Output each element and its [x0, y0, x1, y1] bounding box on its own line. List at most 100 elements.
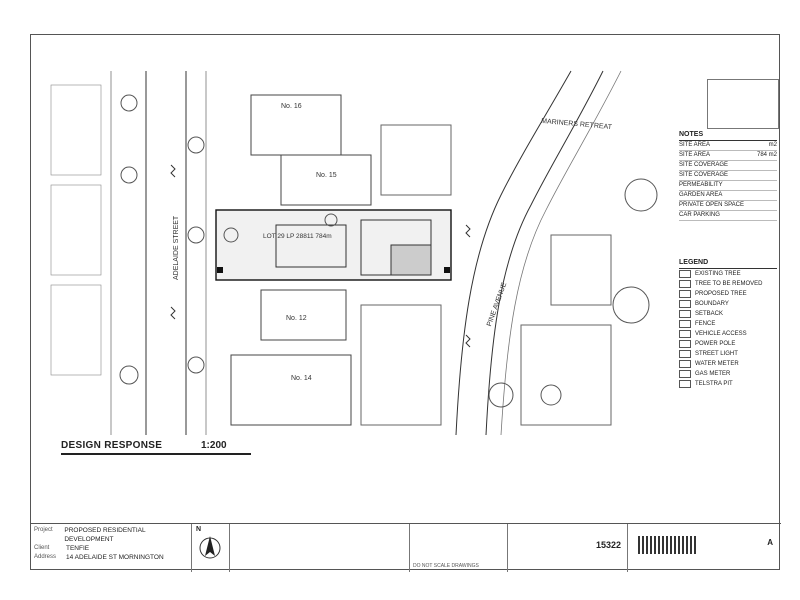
- lot-outline: [50, 184, 102, 276]
- notes-key: PERMEABILITY: [679, 182, 723, 188]
- hatched-area: [390, 244, 432, 276]
- notes-row: PRIVATE OPEN SPACE: [679, 201, 777, 211]
- north-label: N: [196, 526, 202, 533]
- legend-row: TREE TO BE REMOVED: [679, 279, 777, 289]
- legend-panel: LEGEND EXISTING TREE TREE TO BE REMOVED …: [679, 257, 777, 389]
- tree-symbol: [119, 365, 139, 385]
- lot-outline: [50, 284, 102, 376]
- legend-row: WATER METER: [679, 359, 777, 369]
- legend-symbol: [679, 360, 691, 368]
- street-edge-line: [485, 70, 604, 436]
- notes-value: 784 m2: [756, 152, 777, 158]
- lot-label-no12: No. 12: [286, 315, 307, 322]
- legend-row: EXISTING TREE: [679, 269, 777, 279]
- notes-key: GARDEN AREA: [679, 192, 723, 198]
- legend-label: BOUNDARY: [695, 300, 729, 307]
- building-outline: [275, 224, 347, 268]
- site-plan-drawing: [50, 70, 658, 436]
- logo-block: A: [627, 524, 781, 572]
- notes-row: GARDEN AREA: [679, 191, 777, 201]
- lot-outline: [50, 84, 102, 176]
- legend-symbol: [679, 370, 691, 378]
- legend-label: WATER METER: [695, 360, 739, 367]
- drawing-info-block: 15322: [507, 524, 627, 572]
- drawing-scale: 1:200: [201, 440, 227, 451]
- legend-label: SETBACK: [695, 310, 724, 317]
- stamp-box: [707, 79, 779, 129]
- legend-label: TREE TO BE REMOVED: [695, 280, 763, 287]
- legend-symbol: [679, 290, 691, 298]
- legend-symbol: [679, 310, 691, 318]
- legend-label: EXISTING TREE: [695, 270, 741, 277]
- legend-row: GAS METER: [679, 369, 777, 379]
- street-label-adelaide: ADELAIDE STREET: [173, 215, 180, 280]
- house-outline: [280, 154, 372, 206]
- lot-label-no15: No. 15: [316, 172, 337, 179]
- legend-symbol: [679, 320, 691, 328]
- legend-symbol: [679, 330, 691, 338]
- address-key: Address: [34, 554, 57, 560]
- caption-underline: [61, 453, 251, 455]
- legend-label: STREET LIGHT: [695, 350, 738, 357]
- legend-symbol: [679, 380, 691, 388]
- notes-row: PERMEABILITY: [679, 181, 777, 191]
- client-key: Client: [34, 545, 50, 551]
- break-mark: [465, 224, 471, 238]
- tree-symbol: [488, 382, 514, 408]
- legend-row: SETBACK: [679, 309, 777, 319]
- tree-symbol: [187, 226, 205, 244]
- drawing-sheet: ADELAIDE STREET PINE AVENUE MARINERS RET…: [30, 34, 781, 572]
- legend-row: POWER POLE: [679, 339, 777, 349]
- legend-symbol: [679, 300, 691, 308]
- marker: [217, 267, 223, 273]
- tree-symbol: [624, 178, 658, 212]
- legend-row: FENCE: [679, 319, 777, 329]
- marker: [444, 267, 450, 273]
- legend-row: TELSTRA PIT: [679, 379, 777, 389]
- legend-label: GAS METER: [695, 370, 731, 377]
- notes-key: SITE COVERAGE: [679, 172, 729, 178]
- tree-symbol: [120, 166, 138, 184]
- project-name: PROPOSED RESIDENTIAL DEVELOPMENT: [64, 527, 146, 543]
- legend-label: PROPOSED TREE: [695, 290, 747, 297]
- project-key: Project: [34, 527, 53, 533]
- house-outline: [380, 124, 452, 196]
- notes-row: CAR PARKING: [679, 211, 777, 221]
- house-outline: [230, 354, 352, 426]
- drawing-caption: DESIGN RESPONSE: [61, 440, 163, 451]
- legend-row: PROPOSED TREE: [679, 289, 777, 299]
- tree-symbol: [612, 286, 650, 324]
- notes-value: m2: [768, 142, 777, 148]
- address-value: 14 ADELAIDE ST MORNINGTON: [66, 554, 164, 561]
- street-edge-line: [500, 70, 622, 436]
- disclaimer-block: DO NOT SCALE DRAWINGS: [409, 524, 507, 572]
- revision-block: [229, 524, 409, 572]
- notes-key: PRIVATE OPEN SPACE: [679, 202, 745, 208]
- tree-symbol: [324, 213, 338, 227]
- legend-symbol: [679, 340, 691, 348]
- north-arrow-icon: [199, 536, 221, 559]
- tree-symbol: [120, 94, 138, 112]
- street-edge-line: [455, 70, 572, 436]
- house-outline: [360, 304, 442, 426]
- legend-row: STREET LIGHT: [679, 349, 777, 359]
- site-label: LOT 29 LP 28811 784m: [263, 233, 332, 240]
- house-outline: [550, 234, 612, 306]
- legend-symbol: [679, 280, 691, 288]
- legend-label: TELSTRA PIT: [695, 380, 733, 387]
- lot-label-no14: No. 14: [291, 375, 312, 382]
- notes-row: SITE AREA m2: [679, 141, 777, 151]
- notes-row: SITE COVERAGE: [679, 171, 777, 181]
- notes-key: SITE AREA: [679, 142, 711, 148]
- legend-symbol: [679, 350, 691, 358]
- notes-row: SITE COVERAGE: [679, 161, 777, 171]
- legend-row: BOUNDARY: [679, 299, 777, 309]
- site-plan: ADELAIDE STREET PINE AVENUE MARINERS RET…: [31, 35, 683, 445]
- legend-label: VEHICLE ACCESS: [695, 330, 747, 337]
- do-not-scale-note: DO NOT SCALE DRAWINGS: [413, 563, 479, 569]
- notes-title: NOTES: [679, 129, 777, 141]
